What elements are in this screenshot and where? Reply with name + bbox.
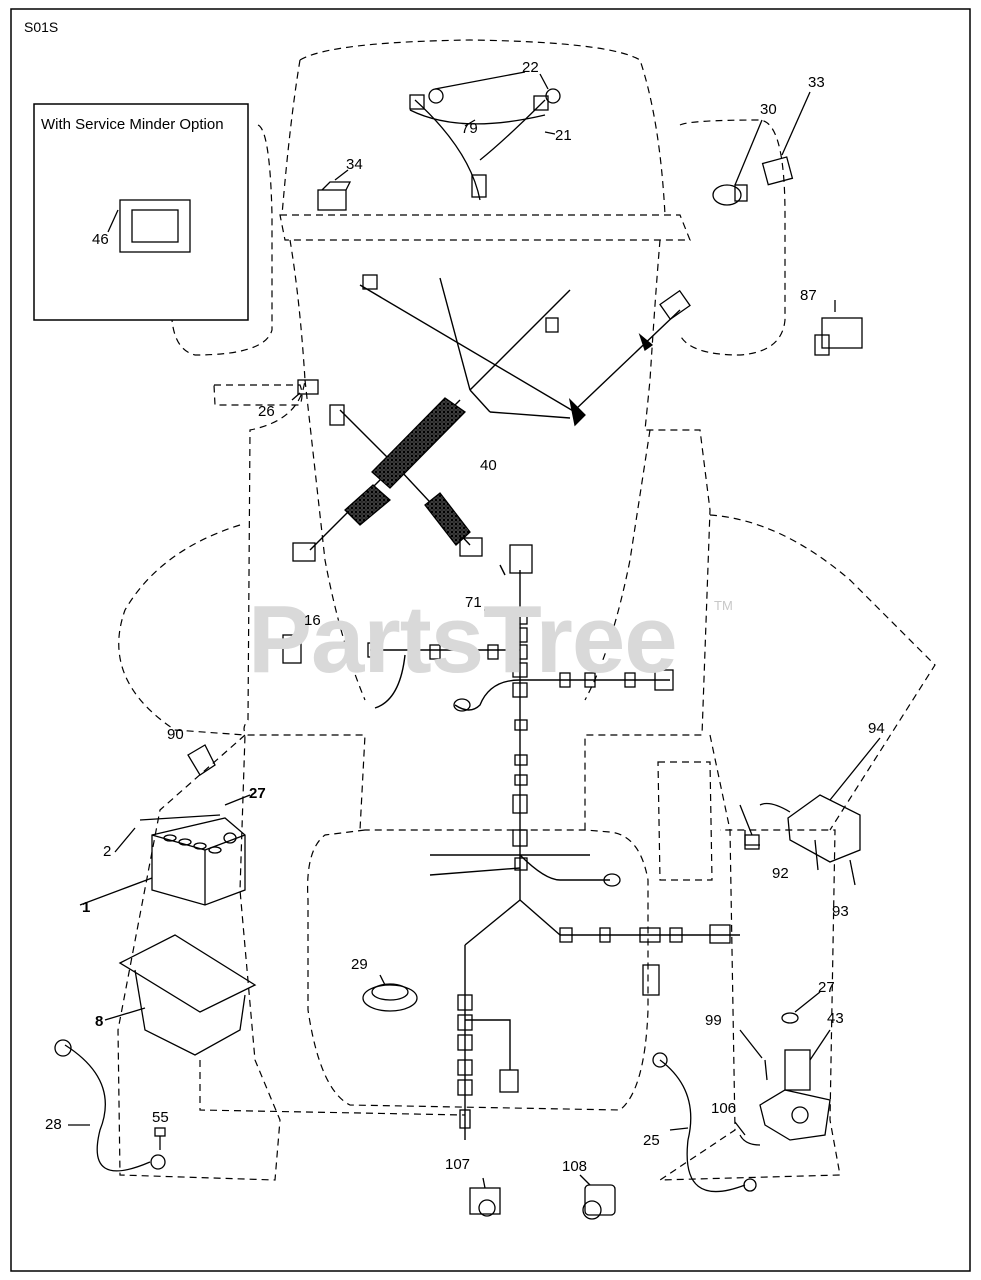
part-26 [291,379,319,401]
part-34 [317,169,352,211]
part-90 [187,744,216,776]
part-label: 22 [522,59,539,76]
inset-title: With Service Minder Option [41,116,224,133]
part-label: 92 [772,865,789,882]
watermark: PartsTree [248,586,678,693]
cable-25 [652,1052,757,1193]
part-43 [759,1029,831,1141]
part-label: 25 [643,1132,660,1149]
connector [292,542,316,562]
battery-tray [104,934,257,1056]
part-33 [761,91,811,186]
part-29 [362,974,418,1012]
part-107 [469,1177,501,1217]
part-label: 55 [152,1109,169,1126]
part-label: 30 [760,101,777,118]
diagram-code: S01S [24,19,59,35]
part-99 [739,1029,768,1081]
part-label: 27 [249,785,266,802]
part-label: 87 [800,287,817,304]
part-label: 29 [351,956,368,973]
part-16 [282,622,306,664]
part-label: 34 [346,156,363,173]
harness-40-sleeve [344,397,471,546]
headlight-harness [409,71,561,201]
part-106 [734,1121,761,1146]
part-92 [739,804,760,850]
part-label: 28 [45,1116,62,1133]
part-108 [579,1174,616,1220]
part-label: 43 [827,1010,844,1027]
part-label: 71 [465,594,482,611]
part-label: 8 [95,1013,104,1030]
part-label: 26 [258,403,275,420]
part-label: 16 [304,612,321,629]
part-label: 94 [868,720,885,737]
part-label: 93 [832,903,849,920]
part-label: 21 [555,127,572,144]
part-label: 46 [92,231,109,248]
harness-71-connectors [367,544,731,1129]
part-label: 107 [445,1156,471,1173]
part-label: 79 [461,120,478,137]
watermark-tm: TM [714,598,733,613]
part-46 [107,199,191,253]
connector [459,537,483,557]
part-30 [712,119,763,206]
harness-40 [309,277,681,551]
part-label: 108 [562,1158,588,1175]
tractor-outline [117,39,936,1181]
part-label: 33 [808,74,825,91]
battery [79,794,251,906]
cable-28 [54,1039,166,1172]
part-87 [814,300,863,356]
bolt-55 [154,1127,166,1150]
part-label: 90 [167,726,184,743]
nut-27 [781,991,821,1024]
part-label: 99 [705,1012,722,1029]
connector [545,317,559,333]
connector [329,404,345,426]
inset-box [33,103,249,321]
connector [362,274,378,290]
part-label: 27 [818,979,835,996]
part-94 [744,737,881,886]
part-label: 1 [82,899,91,916]
part-label: 40 [480,457,497,474]
connector [659,289,691,321]
part-label: 2 [103,843,112,860]
part-label: 106 [711,1100,737,1117]
page-border [10,8,971,1272]
